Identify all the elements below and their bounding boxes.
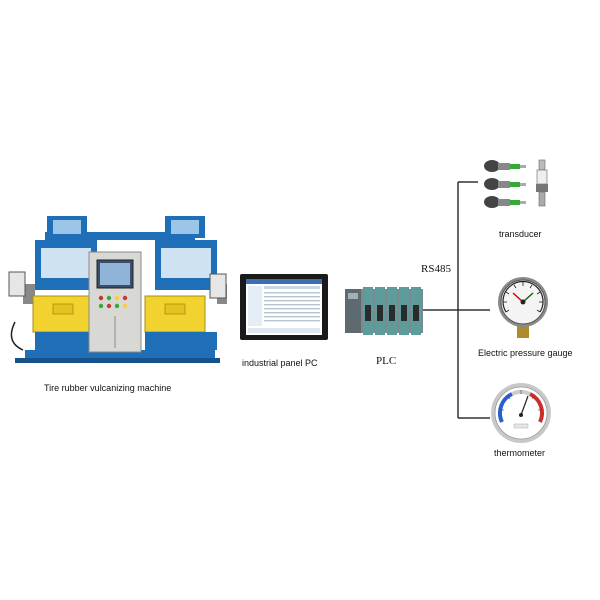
pressure-gauge-label: Electric pressure gauge xyxy=(478,348,573,358)
plc-image xyxy=(345,287,423,335)
transducer-label: transducer xyxy=(499,229,542,239)
bus-label: RS485 xyxy=(421,263,451,275)
panel-pc-label: industrial panel PC xyxy=(242,358,318,368)
plc-label: PLC xyxy=(376,355,397,367)
pressure-gauge-image xyxy=(498,277,548,338)
transducer-image xyxy=(484,159,548,208)
thermometer-label: thermometer xyxy=(494,448,546,458)
machine-label: Tire rubber vulcanizing machine xyxy=(44,383,172,393)
panel-pc-image xyxy=(240,274,328,340)
vulcanizing-machine-image xyxy=(8,216,227,363)
thermometer-image xyxy=(491,383,551,443)
